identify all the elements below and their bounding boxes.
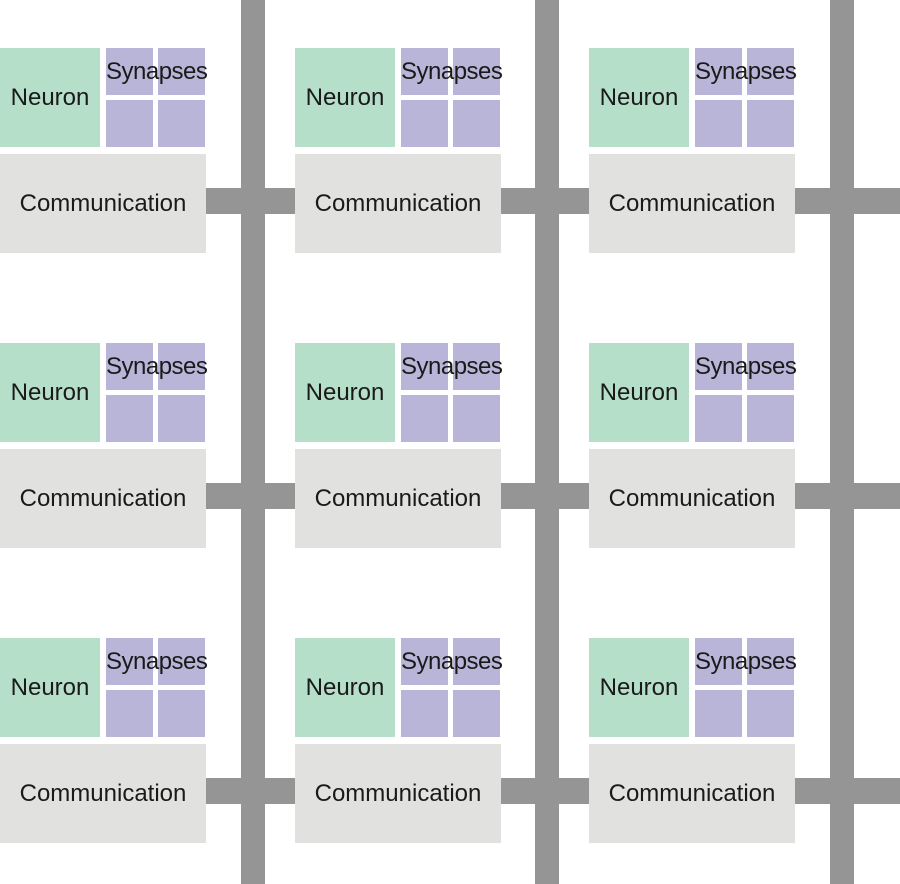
synapse-cell: [695, 48, 742, 95]
core-tile: Neuron Synapses Communication: [0, 295, 208, 548]
synapse-cell: [401, 48, 448, 95]
link-r2-c1: [205, 483, 296, 509]
synapses-label: Synapses: [106, 58, 208, 85]
synapses-label: Synapses: [401, 353, 503, 380]
synapse-cell: [453, 100, 500, 147]
communication-block: Communication: [0, 744, 206, 843]
neuron-block: Neuron: [295, 343, 395, 442]
synapse-cell: [401, 690, 448, 737]
core-tile: Neuron Synapses Communication: [0, 590, 208, 843]
synapse-cell: [747, 48, 794, 95]
synapse-cell: [453, 638, 500, 685]
synapse-cell: [106, 638, 153, 685]
neuron-block: Neuron: [0, 48, 100, 147]
synapse-cell: [158, 638, 205, 685]
synapse-cell: [695, 395, 742, 442]
synapse-cell: [453, 343, 500, 390]
core-tile: Neuron Synapses Communication: [589, 590, 797, 843]
link-r2-c2: [500, 483, 591, 509]
synapse-cell: [747, 690, 794, 737]
link-r1-c2: [500, 188, 591, 214]
synapse-cell: [695, 343, 742, 390]
neuron-block: Neuron: [295, 638, 395, 737]
synapse-cell: [158, 395, 205, 442]
vertical-bus-2: [535, 0, 559, 884]
synapses-label: Synapses: [695, 648, 797, 675]
core-tile: Neuron Synapses Communication: [295, 0, 503, 253]
vertical-bus-1: [241, 0, 265, 884]
communication-block: Communication: [295, 744, 501, 843]
synapse-cell: [453, 395, 500, 442]
neuron-block: Neuron: [589, 343, 689, 442]
communication-block: Communication: [589, 744, 795, 843]
link-r3-c1: [205, 778, 296, 804]
synapse-cell: [158, 48, 205, 95]
synapse-cell: [106, 343, 153, 390]
neuron-block: Neuron: [0, 638, 100, 737]
link-r1-c1: [205, 188, 296, 214]
synapse-cell: [401, 395, 448, 442]
synapses-label: Synapses: [106, 353, 208, 380]
communication-block: Communication: [295, 154, 501, 253]
neuron-block: Neuron: [589, 638, 689, 737]
synapse-cell: [453, 48, 500, 95]
core-tile: Neuron Synapses Communication: [589, 295, 797, 548]
vertical-bus-3: [830, 0, 854, 884]
synapse-cell: [401, 100, 448, 147]
synapse-cell: [401, 638, 448, 685]
synapse-cell: [747, 343, 794, 390]
neuron-block: Neuron: [0, 343, 100, 442]
synapse-cell: [106, 100, 153, 147]
synapses-label: Synapses: [695, 58, 797, 85]
synapses-label: Synapses: [695, 353, 797, 380]
synapse-cell: [695, 100, 742, 147]
synapse-cell: [695, 690, 742, 737]
synapse-cell: [158, 690, 205, 737]
core-tile: Neuron Synapses Communication: [295, 590, 503, 843]
communication-block: Communication: [589, 449, 795, 548]
synapse-cell: [747, 100, 794, 147]
synapse-cell: [106, 48, 153, 95]
neuron-block: Neuron: [589, 48, 689, 147]
neuron-block: Neuron: [295, 48, 395, 147]
synapse-cell: [401, 343, 448, 390]
core-tile: Neuron Synapses Communication: [295, 295, 503, 548]
core-tile: Neuron Synapses Communication: [0, 0, 208, 253]
synapses-label: Synapses: [401, 648, 503, 675]
link-r2-c3: [794, 483, 900, 509]
synapses-label: Synapses: [106, 648, 208, 675]
communication-block: Communication: [0, 449, 206, 548]
communication-block: Communication: [589, 154, 795, 253]
communication-block: Communication: [0, 154, 206, 253]
synapse-cell: [106, 395, 153, 442]
synapse-cell: [747, 395, 794, 442]
synapse-cell: [158, 343, 205, 390]
synapse-cell: [106, 690, 153, 737]
synapses-label: Synapses: [401, 58, 503, 85]
synapse-cell: [158, 100, 205, 147]
link-r3-c2: [500, 778, 591, 804]
link-r1-c3: [794, 188, 900, 214]
synapse-cell: [695, 638, 742, 685]
communication-block: Communication: [295, 449, 501, 548]
link-r3-c3: [794, 778, 900, 804]
synapse-cell: [453, 690, 500, 737]
synapse-cell: [747, 638, 794, 685]
core-tile: Neuron Synapses Communication: [589, 0, 797, 253]
